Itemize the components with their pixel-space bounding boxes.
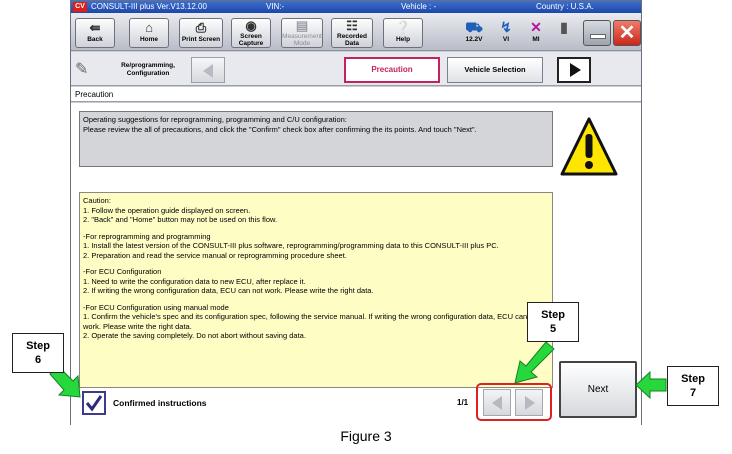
help-icon: ❔ [394, 20, 412, 35]
confirm-label: Confirmed instructions [113, 398, 207, 408]
prev-page-button[interactable] [483, 389, 511, 416]
meter-icon: ▤ [295, 18, 309, 33]
step-6-callout: Step 6 [12, 333, 64, 373]
breadcrumb-precaution: Precaution [344, 57, 440, 83]
reprogramming-icon: ✎ [75, 61, 89, 78]
recorded-data-icon: ☷ [346, 18, 358, 33]
step-5-callout: Step 5 [527, 302, 579, 342]
step7-arrow [635, 370, 667, 400]
battery-voltage-status: ⛟ 12.2V [459, 18, 489, 48]
printer-icon: ⎙ [195, 20, 207, 35]
breadcrumb: ✎ Re/programming, Configuration Precauti… [71, 52, 641, 86]
figure-caption: Figure 3 [340, 428, 392, 444]
section-title: Precaution [71, 87, 641, 102]
vi-connector-icon: ↯ [500, 19, 512, 35]
close-button[interactable]: ✕ [613, 20, 641, 46]
vehicle-readout: Vehicle : - [401, 2, 437, 11]
app-title: CONSULT-III plus Ver.V13.12.00 [91, 2, 207, 11]
page-buttons-highlight [476, 383, 552, 421]
next-page-button[interactable] [515, 389, 543, 416]
screen-capture-button[interactable]: ◉ Screen Capture [231, 18, 271, 48]
camera-icon: ◉ [245, 18, 257, 33]
battery-status: ▮ [549, 18, 579, 48]
nav-back-button[interactable] [191, 57, 225, 83]
battery-icon: ▮ [560, 19, 568, 35]
app-logo: CV [73, 2, 87, 12]
toolbar: ⇚ Back ⌂ Home ⎙ Print Screen ◉ Screen Ca… [71, 13, 641, 51]
next-button[interactable]: Next [559, 361, 637, 418]
back-arrow-icon: ⇚ [89, 20, 101, 35]
operating-suggestions: Operating suggestions for reprogramming,… [79, 111, 553, 167]
caution-text: Caution: 1. Follow the operation guide d… [79, 192, 553, 388]
close-icon: ✕ [618, 22, 636, 44]
mi-status: ✕ MI [521, 18, 551, 48]
step-7-callout: Step 7 [667, 366, 719, 406]
breadcrumb-vehicle-selection[interactable]: Vehicle Selection [447, 57, 543, 83]
chevron-left-icon [203, 64, 213, 78]
chevron-right-icon [570, 63, 581, 77]
checkmark-icon [85, 395, 103, 412]
vin-readout: VIN:- [266, 2, 285, 11]
minimize-button[interactable] [583, 20, 611, 46]
nav-forward-button[interactable] [557, 57, 591, 83]
page-indicator: 1/1 [457, 398, 469, 407]
mode-label: Re/programming, Configuration [121, 62, 175, 77]
print-screen-button[interactable]: ⎙ Print Screen [179, 18, 223, 48]
confirm-checkbox[interactable] [82, 391, 106, 415]
warning-icon [560, 117, 618, 176]
car-icon: ⛟ [465, 19, 483, 35]
chevron-left-icon [492, 396, 502, 410]
step5-arrow [514, 341, 555, 384]
recorded-data-button[interactable]: ☷ Recorded Data [331, 18, 373, 48]
mi-disconnected-icon: ✕ [530, 19, 542, 35]
back-button[interactable]: ⇚ Back [75, 18, 115, 48]
home-button[interactable]: ⌂ Home [129, 18, 169, 48]
consult-window: CV CONSULT-III plus Ver.V13.12.00 VIN:- … [70, 0, 642, 426]
vi-status: ↯ VI [491, 18, 521, 48]
chevron-right-icon [525, 396, 535, 410]
title-bar: CV CONSULT-III plus Ver.V13.12.00 VIN:- … [71, 1, 641, 13]
help-button[interactable]: ❔ Help [383, 18, 423, 48]
home-icon: ⌂ [145, 20, 153, 35]
measurement-mode-button[interactable]: ▤ Measurement Mode [281, 18, 323, 48]
precaution-panel: Operating suggestions for reprogramming,… [71, 103, 641, 426]
country-readout: Country : U.S.A. [536, 2, 594, 11]
